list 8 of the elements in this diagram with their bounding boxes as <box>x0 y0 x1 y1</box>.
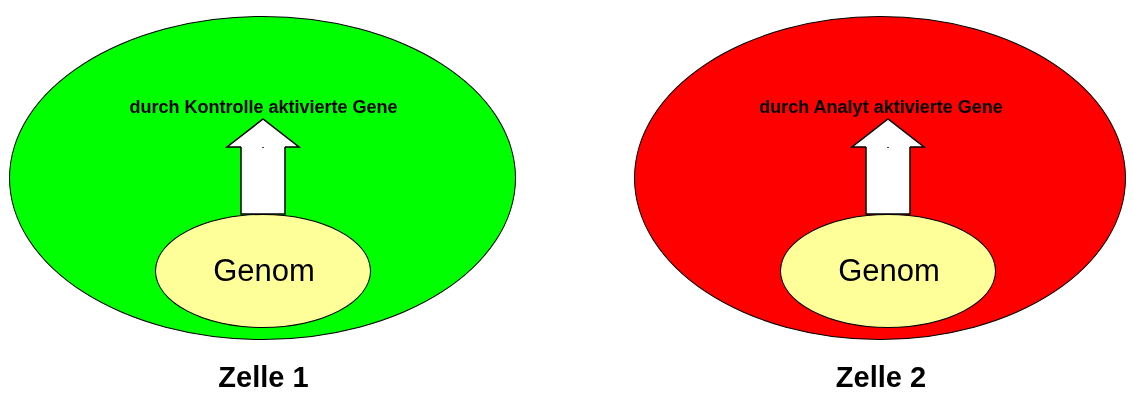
heading-text: durch Kontrolle aktivierte Gene <box>41 97 486 118</box>
genome-label: Genom <box>212 253 316 289</box>
block-arrow <box>851 118 925 215</box>
genome-label: Genom <box>837 253 941 289</box>
caption-text: Zelle 1 <box>217 361 310 394</box>
block-arrow <box>226 118 300 215</box>
caption-text: Zelle 2 <box>834 361 928 394</box>
heading-text: durch Analyt aktivierte Gene <box>666 97 1096 118</box>
